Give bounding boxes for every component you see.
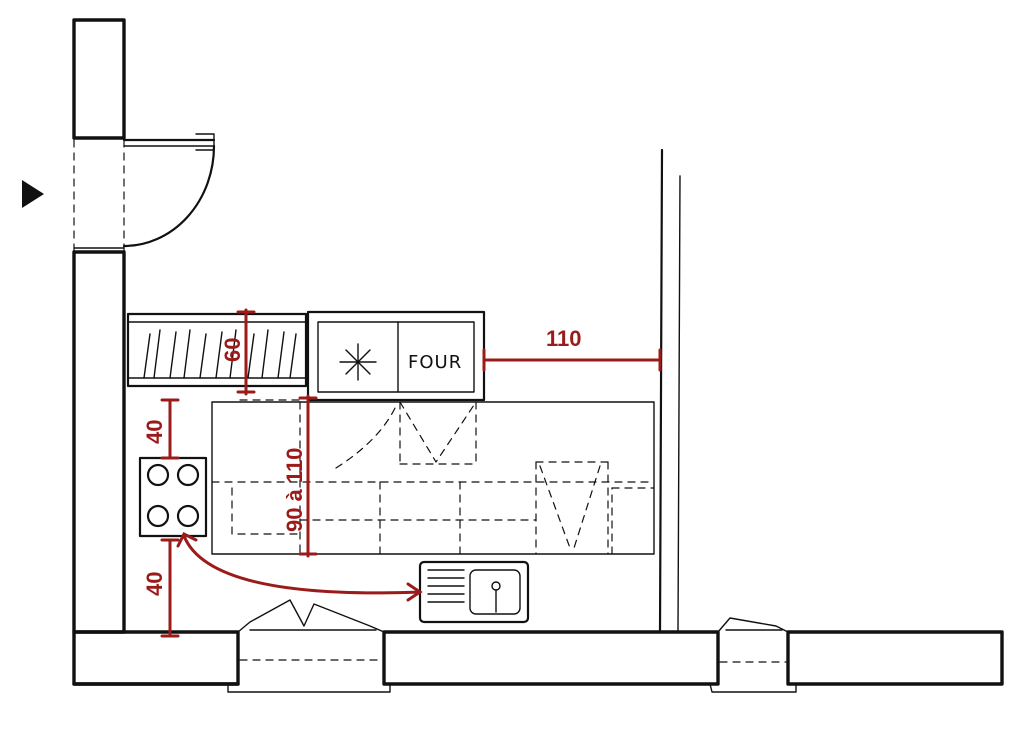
dimensions: 60 110 40 90 à 110 40: [142, 308, 662, 638]
left-wall-lower: [72, 250, 126, 634]
entry-door: [73, 133, 216, 253]
burner-icon: [146, 463, 170, 487]
dim-hob-top-gap: 40: [142, 420, 167, 444]
dim-hob-bottom-gap: 40: [142, 572, 167, 596]
work-path-arrow: [182, 534, 422, 595]
oven-label: FOUR: [408, 352, 462, 373]
bottom-wall: [72, 630, 240, 686]
bottom-wall-right: [786, 630, 1004, 686]
burner-icon: [146, 504, 170, 528]
bottom-wall-middle: [382, 630, 720, 686]
cooktop: [138, 456, 208, 538]
oven-unit: FOUR: [306, 310, 486, 402]
window-right: [709, 617, 797, 693]
right-partition: [658, 148, 664, 634]
sink: [418, 560, 530, 624]
kitchen-island: [211, 399, 655, 555]
dim-top-cabinet-depth: 60: [220, 338, 245, 362]
burner-icon: [176, 463, 200, 487]
window-left: [227, 599, 391, 693]
upper-counter: [126, 312, 308, 388]
dim-oven-to-wall: 110: [546, 326, 582, 351]
fan-icon: [339, 343, 377, 381]
entry-arrow-icon: [22, 180, 44, 208]
left-wall-upper: [72, 18, 126, 140]
burner-icon: [176, 504, 200, 528]
dim-aisle-width: 90 à 110: [282, 448, 307, 532]
walls: [72, 18, 1004, 686]
